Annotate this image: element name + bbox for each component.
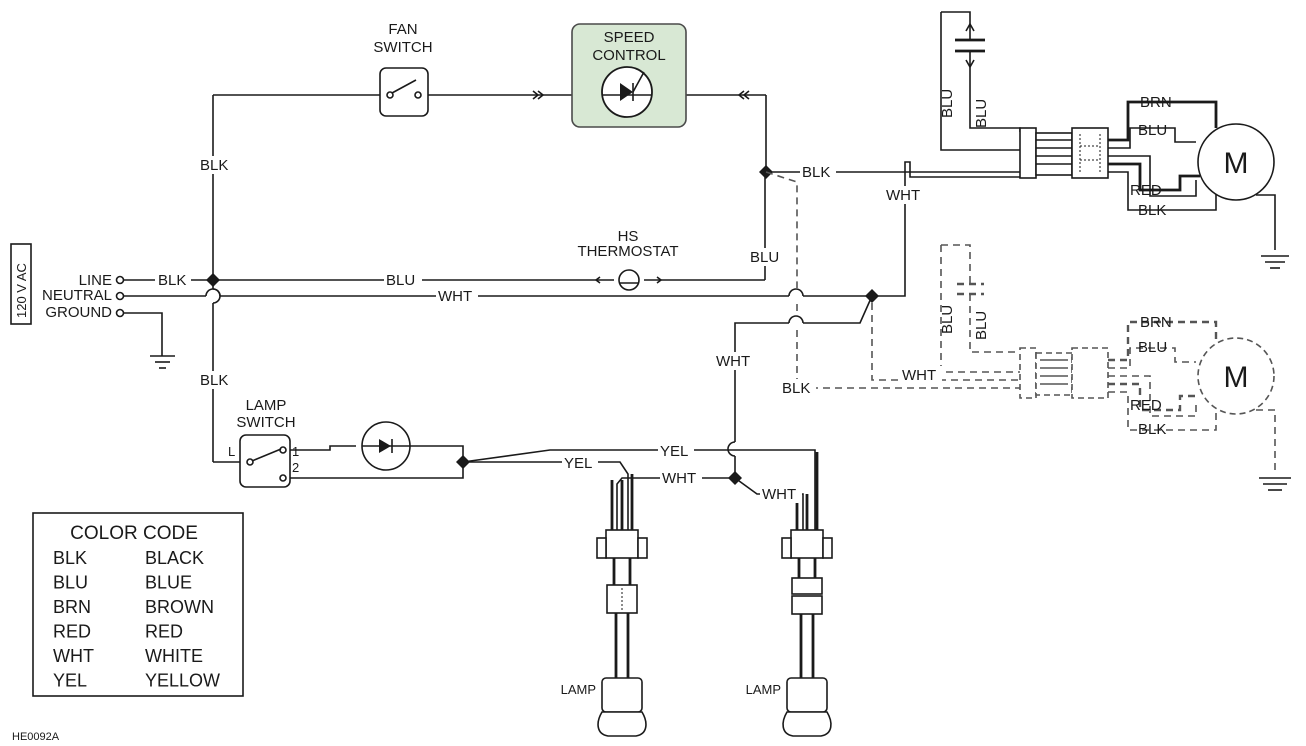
- motor2-brn-label: BRN: [1140, 314, 1172, 331]
- motor1-brn-label: BRN: [1140, 94, 1172, 111]
- wire-label-wht-down: WHT: [716, 353, 750, 370]
- lamp-switch: LAMP SWITCH L 1 2: [228, 397, 299, 488]
- lamp-switch-terminal-l: L: [228, 444, 235, 459]
- color-code-abbr: BLK: [53, 548, 87, 568]
- power-supply: 120 V AC LINE NEUTRAL GROUND: [10, 243, 125, 325]
- blower-motor-1: BLU BLU BRN BLU RED BLK M: [939, 11, 1289, 269]
- fan-switch: FAN SWITCH: [373, 21, 433, 117]
- neutral-label: NEUTRAL: [42, 287, 112, 304]
- line-label: LINE: [79, 272, 112, 289]
- color-code-abbr: RED: [53, 622, 91, 642]
- color-code-rows: BLK BLACK BLU BLUE BRN BROWN RED RED WHT WHITE YEL…: [53, 548, 220, 691]
- cap2-wire-label-a: BLU: [939, 305, 956, 334]
- wire-label-wht-lamp-left: WHT: [662, 470, 696, 487]
- motor1-blu-label: BLU: [1138, 122, 1167, 139]
- supply-voltage-label: 120 V AC: [14, 263, 29, 318]
- color-code-name: YELLOW: [145, 671, 220, 691]
- connector-arrows-top: [532, 90, 750, 100]
- figure-id: HE0092A: [12, 731, 60, 743]
- speed-control: SPEED CONTROL: [571, 23, 687, 128]
- lamp-assembly-left: LAMP: [561, 474, 648, 737]
- wire-label-blk-motor: BLK: [802, 164, 830, 181]
- motor2-symbol: M: [1224, 361, 1249, 394]
- blower-motor-2-optional: BLU BLU BRN BLU RED BLK M: [765, 171, 1291, 491]
- wire-label-blk-top: BLK: [200, 157, 228, 174]
- color-code-abbr: BLU: [53, 573, 88, 593]
- color-code-name: RED: [145, 622, 183, 642]
- lamp-switch-label-2: SWITCH: [236, 414, 295, 431]
- wire-label-blk-line: BLK: [158, 272, 186, 289]
- wire-labels: BLK BLK BLU WHT BLU BLK WHT BLK WHT BLK …: [155, 156, 942, 503]
- motor1-blk-label: BLK: [1138, 202, 1166, 219]
- wire-label-blk-dashed: BLK: [782, 380, 810, 397]
- color-code-legend: COLOR CODE BLK BLACK BLU BLUE BRN BROWN RED RED…: [32, 512, 244, 697]
- color-code-title: COLOR CODE: [70, 523, 198, 544]
- speed-control-label-2: CONTROL: [592, 47, 665, 64]
- wire-label-yel-lower: YEL: [564, 455, 592, 472]
- supply-ground-symbol: [124, 312, 175, 369]
- wire-label-blk-lamp: BLK: [200, 372, 228, 389]
- cap2-wire-label-b: BLU: [973, 311, 990, 340]
- motor2-red-label: RED: [1130, 397, 1162, 414]
- wire-label-blu-thermostat: BLU: [750, 249, 779, 266]
- wire-label-wht-motor: WHT: [886, 187, 920, 204]
- motor2-blu-label: BLU: [1138, 339, 1167, 356]
- color-code-abbr: WHT: [53, 646, 94, 666]
- fan-switch-label-1: FAN: [388, 21, 417, 38]
- cap-wire-label-b: BLU: [973, 99, 990, 128]
- lamp-switch-label-1: LAMP: [246, 397, 287, 414]
- fan-switch-label-2: SWITCH: [373, 39, 432, 56]
- ground-label: GROUND: [45, 304, 112, 321]
- color-code-name: WHITE: [145, 646, 203, 666]
- wire-label-yel-upper: YEL: [660, 443, 688, 460]
- speed-control-label-1: SPEED: [604, 29, 655, 46]
- wire-label-wht-neutral: WHT: [438, 288, 472, 305]
- thermostat-label-2: THERMOSTAT: [577, 243, 678, 260]
- junction-nodes: [206, 165, 879, 485]
- lamp-right-label: LAMP: [746, 682, 781, 697]
- wire-label-wht-lamp-right: WHT: [762, 486, 796, 503]
- lamp-switch-terminal-1: 1: [292, 444, 299, 459]
- lamp-assembly-right: LAMP: [746, 452, 833, 737]
- hs-thermostat: HS THERMOSTAT: [577, 228, 679, 292]
- lamp-diode: [361, 421, 411, 471]
- cap-wire-label-a: BLU: [939, 89, 956, 118]
- lamp-left-label: LAMP: [561, 682, 596, 697]
- motor1-red-label: RED: [1130, 182, 1162, 199]
- lamp-switch-terminal-2: 2: [292, 460, 299, 475]
- motor2-blk-label: BLK: [1138, 421, 1166, 438]
- color-code-name: BROWN: [145, 597, 214, 617]
- color-code-name: BLUE: [145, 573, 192, 593]
- color-code-abbr: YEL: [53, 671, 87, 691]
- wire-label-wht-dashed: WHT: [902, 367, 936, 384]
- thermostat-label-1: HS: [618, 228, 639, 245]
- color-code-name: BLACK: [145, 548, 204, 568]
- color-code-abbr: BRN: [53, 597, 91, 617]
- wire-label-blu-line: BLU: [386, 272, 415, 289]
- motor1-symbol: M: [1224, 147, 1249, 180]
